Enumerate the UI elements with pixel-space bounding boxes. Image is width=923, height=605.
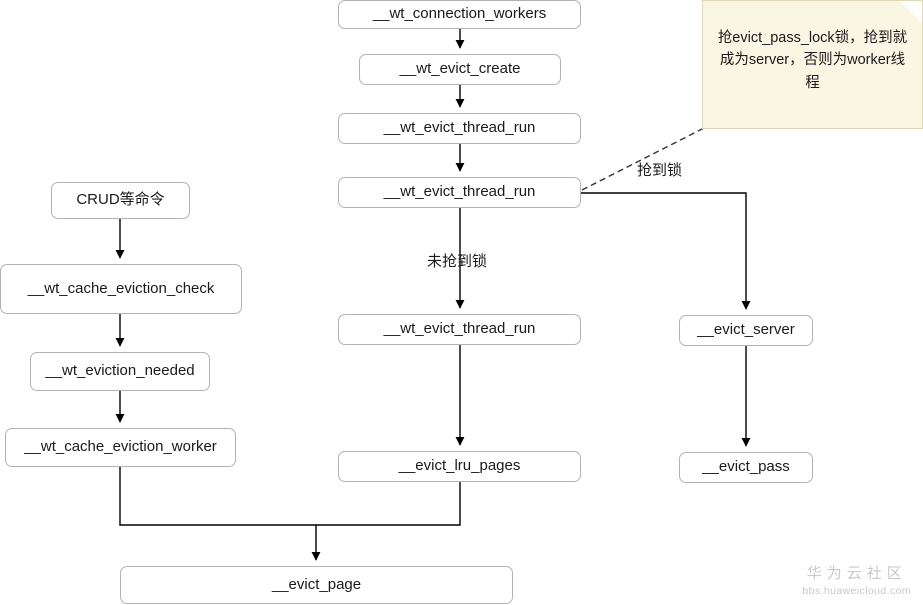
connector-thread-run-2-to-evict-server xyxy=(581,192,751,310)
node-wt-evict-thread-run-3[interactable]: __wt_evict_thread_run xyxy=(338,314,581,345)
edge-label-failed-lock: 未抢到锁 xyxy=(427,253,488,270)
connector-evict-lru-pages-to-evict-page xyxy=(316,482,461,526)
node-crud-commands[interactable]: CRUD等命令 xyxy=(51,182,190,219)
watermark-sub-text: bbs.huaweicloud.com xyxy=(802,585,911,597)
note-fold-corner-icon xyxy=(900,1,922,23)
node-evict-page[interactable]: __evict_page xyxy=(120,566,513,604)
edge-label-got-lock: 抢到锁 xyxy=(637,162,683,179)
connector-thread-run-2-to-note xyxy=(581,126,707,191)
node-wt-eviction-needed[interactable]: __wt_eviction_needed xyxy=(30,352,210,391)
note-text: 抢evict_pass_lock锁，抢到就成为server，否则为worker线… xyxy=(717,30,908,91)
note-evict-pass-lock: 抢evict_pass_lock锁，抢到就成为server，否则为worker线… xyxy=(702,0,923,129)
watermark-main-text: 华为云社区 xyxy=(806,565,907,582)
node-wt-evict-create[interactable]: __wt_evict_create xyxy=(359,54,561,85)
node-wt-connection-workers[interactable]: __wt_connection_workers xyxy=(338,0,581,29)
watermark: 华为云社区 bbs.huaweicloud.com xyxy=(802,562,911,597)
node-wt-evict-thread-run-1[interactable]: __wt_evict_thread_run xyxy=(338,113,581,144)
node-evict-lru-pages[interactable]: __evict_lru_pages xyxy=(338,451,581,482)
node-wt-cache-eviction-check[interactable]: __wt_cache_eviction_check xyxy=(0,264,242,314)
node-evict-server[interactable]: __evict_server xyxy=(679,315,813,346)
node-evict-pass[interactable]: __evict_pass xyxy=(679,452,813,483)
connector-cache-eviction-worker-to-evict-page xyxy=(119,467,321,561)
node-wt-evict-thread-run-2[interactable]: __wt_evict_thread_run xyxy=(338,177,581,208)
node-wt-cache-eviction-worker[interactable]: __wt_cache_eviction_worker xyxy=(5,428,236,467)
